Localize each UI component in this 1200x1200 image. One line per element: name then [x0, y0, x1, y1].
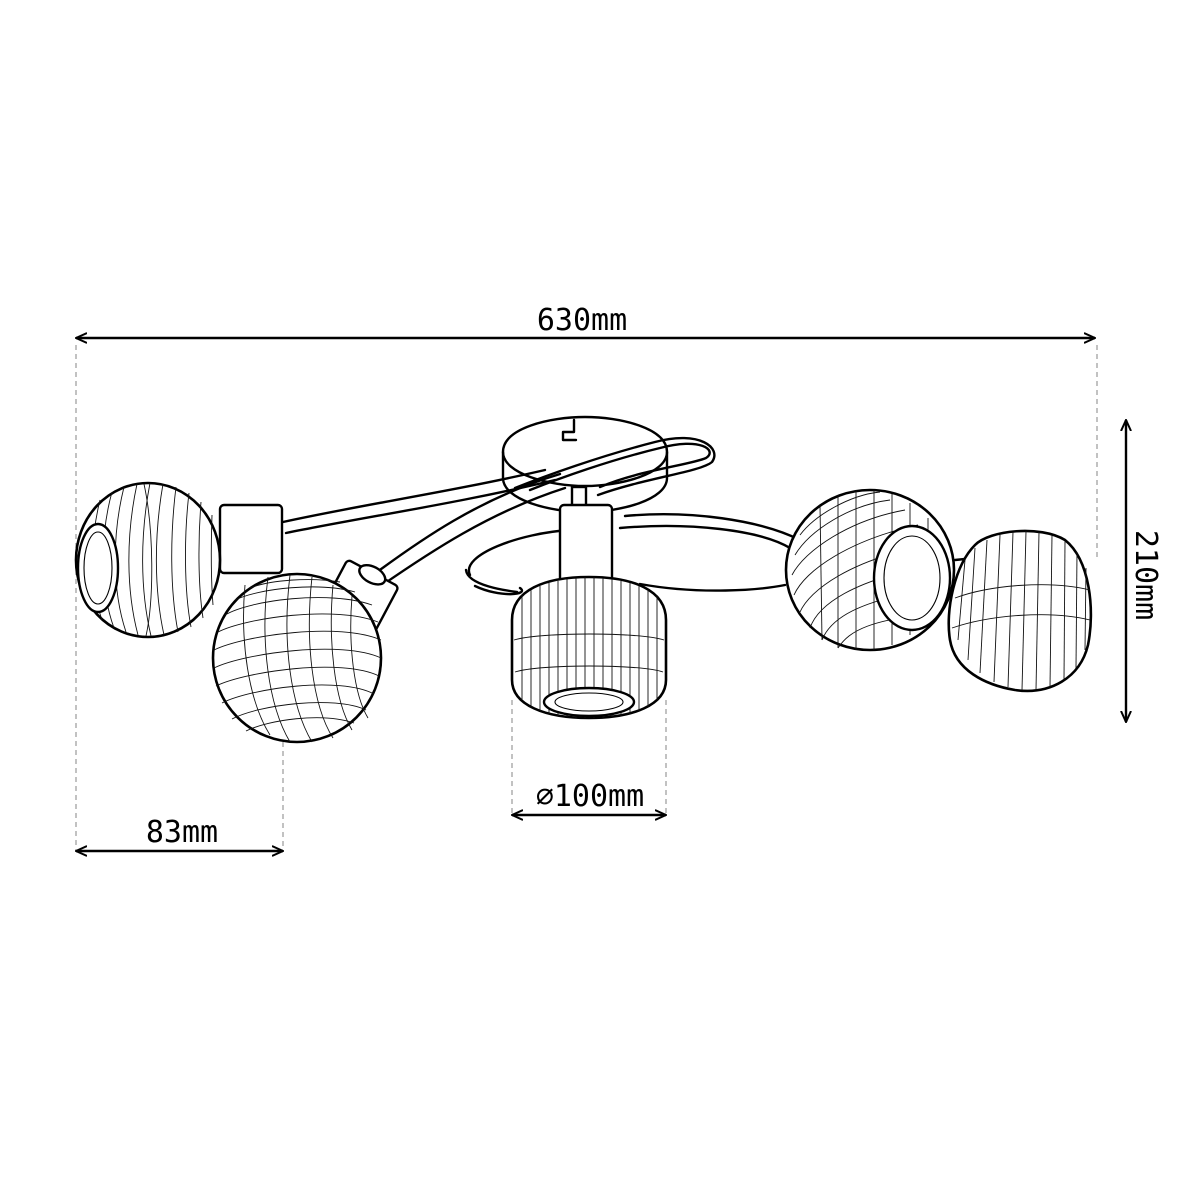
lamp-shade-4 — [784, 488, 956, 652]
lamp-shade-1 — [74, 481, 284, 639]
lamp-shade-2 — [211, 559, 399, 744]
frame-arms — [281, 436, 977, 596]
diameter-label: ∅100mm — [536, 779, 644, 814]
extension-lines — [75, 345, 1098, 850]
offset-label: 83mm — [146, 815, 218, 850]
socket-holder-3 — [558, 503, 614, 587]
width-label: 630mm — [537, 303, 627, 338]
diameter-dimension: ∅100mm — [512, 779, 666, 815]
height-label: 210mm — [1128, 530, 1163, 620]
offset-dimension: 83mm — [76, 815, 283, 851]
width-dimension: 630mm — [76, 303, 1095, 338]
socket-holder-1 — [218, 503, 284, 575]
lamp-shade-5 — [947, 529, 1093, 693]
height-dimension: 210mm — [1126, 420, 1163, 722]
lamp-shade-3 — [510, 503, 668, 720]
